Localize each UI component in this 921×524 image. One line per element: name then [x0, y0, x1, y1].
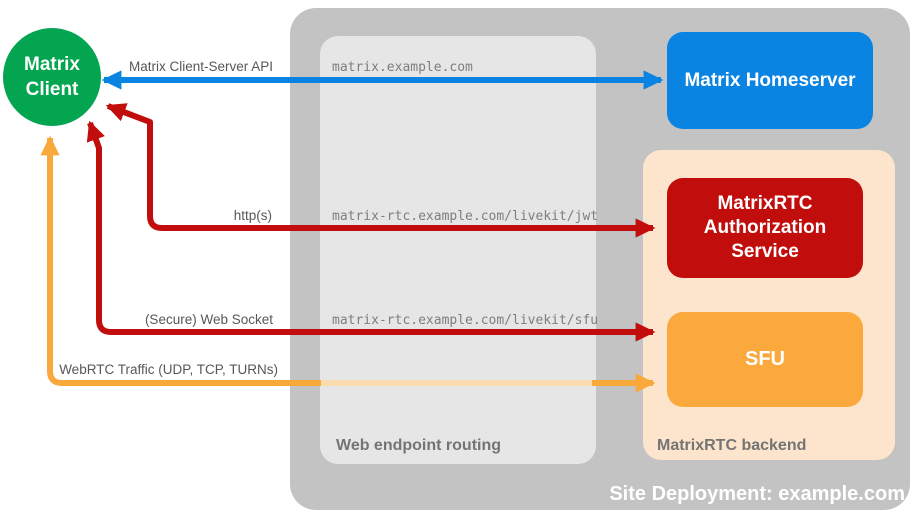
routing-box-label: Web endpoint routing — [336, 437, 502, 454]
backend-box-label: MatrixRTC backend — [657, 437, 807, 454]
auth-service-label: MatrixRTC Authorization Service — [703, 193, 827, 262]
endpoint-jwt: matrix-rtc.example.com/livekit/jwt — [332, 209, 599, 224]
web-endpoint-routing-box — [320, 36, 596, 464]
websocket-label: (Secure) Web Socket — [144, 312, 273, 327]
client-server-api-label: Matrix Client-Server API — [128, 59, 273, 74]
endpoint-sfu: matrix-rtc.example.com/livekit/sfu — [332, 313, 599, 328]
webrtc-label: WebRTC Traffic (UDP, TCP, TURNs) — [59, 362, 278, 377]
matrix-homeserver-label: Matrix Homeserver — [684, 69, 856, 91]
matrix-client-label: Matrix Client — [24, 54, 80, 100]
site-deployment-label: Site Deployment: example.com — [609, 483, 905, 505]
matrix-client-node: Matrix Client — [3, 28, 101, 126]
endpoint-homeserver: matrix.example.com — [332, 60, 473, 75]
matrix-homeserver-node: Matrix Homeserver — [667, 32, 873, 129]
sfu-label: SFU — [745, 348, 785, 370]
auth-service-node: MatrixRTC Authorization Service — [667, 178, 863, 278]
sfu-node: SFU — [667, 312, 863, 407]
https-label: http(s) — [233, 208, 272, 223]
